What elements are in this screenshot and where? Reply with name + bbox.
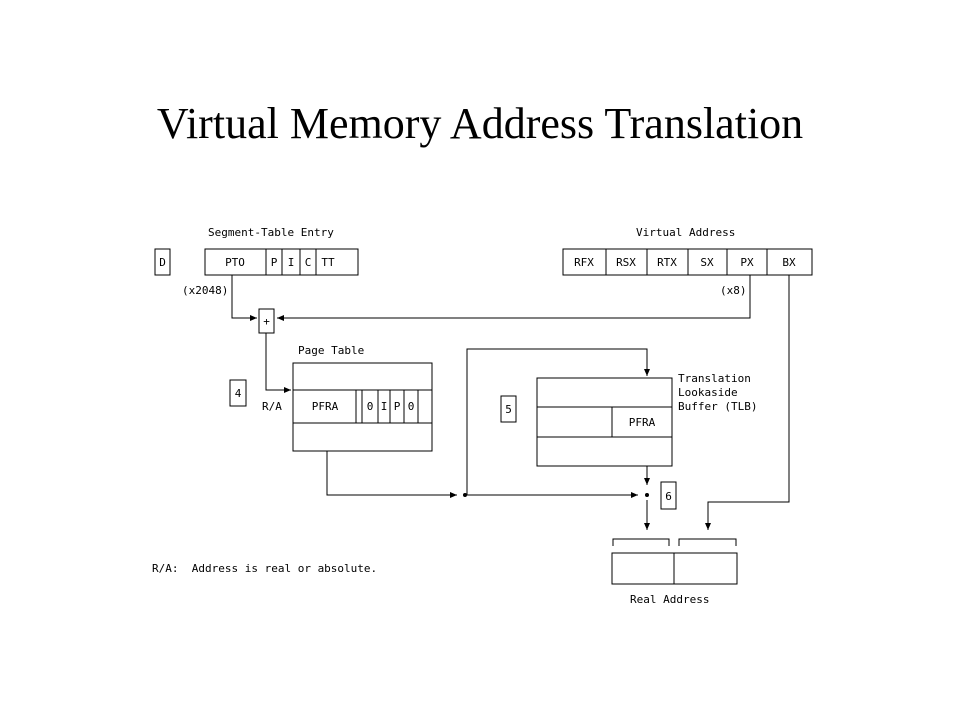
va-field-px: PX <box>740 256 754 269</box>
real-address-label: Real Address <box>630 593 709 606</box>
d-box <box>154 248 171 276</box>
footnote: R/A: Address is real or absolute. <box>152 562 377 575</box>
ste-field-p: P <box>271 256 278 269</box>
va-field-rsx: RSX <box>616 256 636 269</box>
ste-field-pto: PTO <box>225 256 245 269</box>
ra-label: R/A <box>262 400 282 413</box>
d-label: D <box>159 256 166 269</box>
step-6-box <box>660 481 677 510</box>
page-table-bit-0b: 0 <box>408 400 415 413</box>
va-field-bx: BX <box>782 256 796 269</box>
step-4-label: 4 <box>235 387 242 400</box>
tlb-box <box>536 377 673 467</box>
page-table-bit-i: I <box>381 400 388 413</box>
ste-multiplier: (x2048) <box>182 284 228 297</box>
va-multiplier: (x8) <box>720 284 747 297</box>
page-table-pfra: PFRA <box>312 400 339 413</box>
va-field-rfx: RFX <box>574 256 594 269</box>
tlb-heading-1: Translation <box>678 372 751 385</box>
adder-label: + <box>263 315 270 328</box>
step-4-box <box>229 379 247 407</box>
va-field-sx: SX <box>700 256 714 269</box>
step-6-label: 6 <box>665 490 672 503</box>
page-title: Virtual Memory Address Translation <box>156 99 804 148</box>
tlb-pfra: PFRA <box>629 416 656 429</box>
page-table-bit-0a: 0 <box>367 400 374 413</box>
ste-field-i: I <box>288 256 295 269</box>
tlb-heading-3: Buffer (TLB) <box>678 400 757 413</box>
step-5-label: 5 <box>505 403 512 416</box>
page-table-bit-p: P <box>394 400 401 413</box>
page-table-heading: Page Table <box>298 344 364 357</box>
segment-table-heading: Segment-Table Entry <box>208 226 334 239</box>
va-field-rtx: RTX <box>657 256 677 269</box>
tlb-heading-2: Lookaside <box>678 386 738 399</box>
virtual-address-heading: Virtual Address <box>636 226 735 239</box>
step-5-box <box>500 395 517 423</box>
ste-field-tt: TT <box>321 256 335 269</box>
ste-field-c: C <box>305 256 312 269</box>
